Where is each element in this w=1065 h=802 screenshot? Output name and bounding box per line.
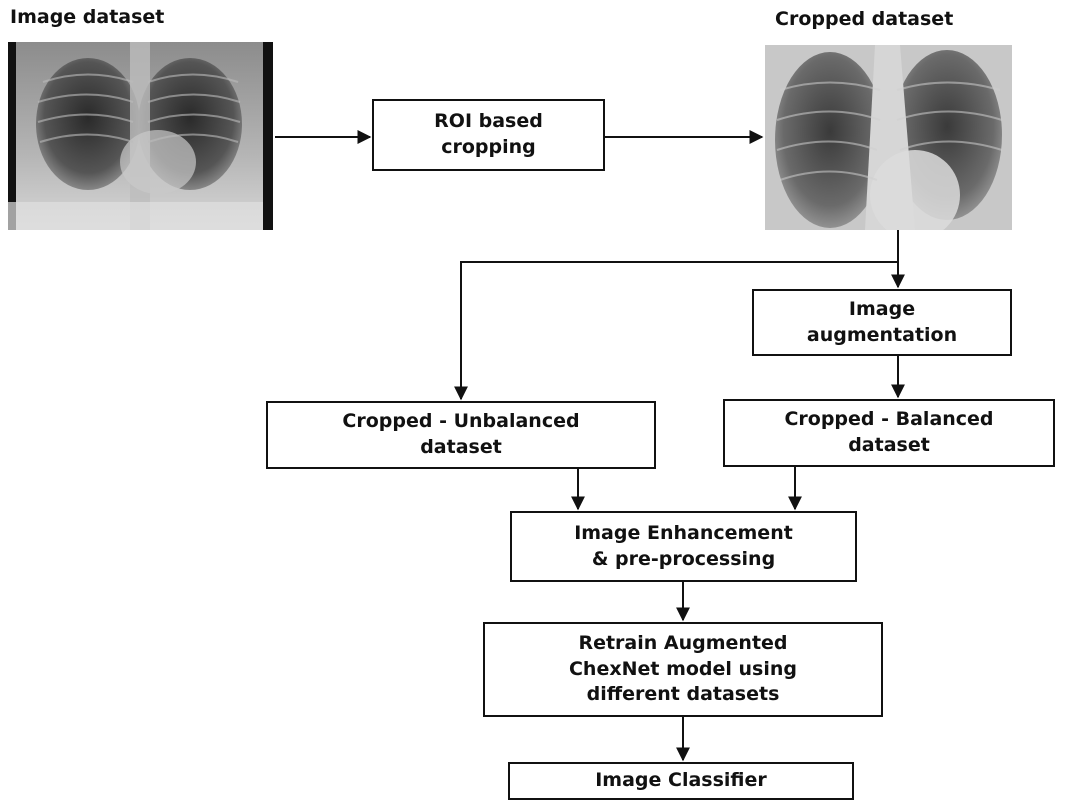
arrow-cropped-to-unbalanced <box>461 262 898 399</box>
